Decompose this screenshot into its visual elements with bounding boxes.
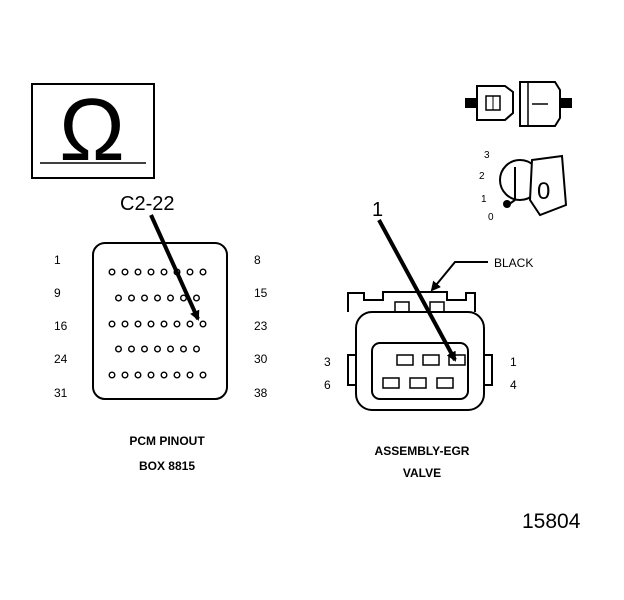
pcm-pin-grid bbox=[108, 268, 207, 379]
pcm-pin-33 bbox=[134, 371, 142, 379]
pcm-connector bbox=[92, 242, 228, 400]
egr-terminal-4 bbox=[436, 377, 454, 389]
ignition-position-3: 3 bbox=[484, 150, 490, 161]
ohmmeter-symbol: Ω bbox=[31, 80, 155, 179]
ignition-position-2: 2 bbox=[479, 171, 485, 182]
egr-terminal-5 bbox=[409, 377, 427, 389]
pcm-pin-22 bbox=[186, 320, 194, 328]
pcm-pin-29 bbox=[179, 345, 187, 353]
ignition-key-glyph: 0 bbox=[537, 178, 550, 205]
pcm-label-24: 24 bbox=[54, 352, 68, 366]
pcm-pin-34 bbox=[147, 371, 155, 379]
pcm-pin-26 bbox=[140, 345, 148, 353]
ohm-icon: Ω bbox=[59, 80, 125, 179]
egr-pin-label-4: 4 bbox=[510, 378, 517, 392]
pcm-pin-28 bbox=[166, 345, 174, 353]
pcm-pin-25 bbox=[127, 345, 135, 353]
pcm-pin-7 bbox=[186, 268, 194, 276]
pcm-pin-15 bbox=[192, 294, 200, 302]
egr-terminal-3 bbox=[396, 354, 414, 366]
pcm-pin-17 bbox=[121, 320, 129, 328]
egr-connector bbox=[347, 291, 493, 411]
ignition-switch-icon: 0 3 2 1 0 bbox=[479, 150, 568, 223]
pcm-label-23: 23 bbox=[254, 319, 268, 333]
pcm-label-31: 31 bbox=[54, 386, 68, 400]
pcm-pin-37 bbox=[186, 371, 194, 379]
pcm-pin-10 bbox=[127, 294, 135, 302]
pcm-pin-36 bbox=[173, 371, 181, 379]
pcm-pin-38 bbox=[199, 371, 207, 379]
pcm-label-15: 15 bbox=[254, 286, 268, 300]
pcm-pin-30 bbox=[192, 345, 200, 353]
pcm-pin-16 bbox=[108, 320, 116, 328]
pcm-pin-32 bbox=[121, 371, 129, 379]
pcm-pin-9 bbox=[114, 294, 122, 302]
pcm-label-16: 16 bbox=[54, 319, 68, 333]
pcm-label-38: 38 bbox=[254, 386, 268, 400]
egr-pin-label-6: 6 bbox=[324, 378, 331, 392]
pcm-callout-arrow bbox=[149, 214, 200, 321]
pcm-row-labels-left: 1 9 16 24 31 bbox=[54, 253, 68, 400]
pcm-label-1: 1 bbox=[54, 253, 61, 267]
pcm-pin-11 bbox=[140, 294, 148, 302]
figure-number: 15804 bbox=[522, 510, 581, 533]
egr-color-leader-arrow bbox=[430, 261, 488, 292]
pcm-label-9: 9 bbox=[54, 286, 61, 300]
egr-terminal-6 bbox=[382, 377, 400, 389]
pcm-pin-2 bbox=[121, 268, 129, 276]
pcm-pin-12 bbox=[153, 294, 161, 302]
egr-pin-label-3: 3 bbox=[324, 355, 331, 369]
pcm-row-labels-right: 8 15 23 30 38 bbox=[254, 253, 268, 400]
pcm-pin-27 bbox=[153, 345, 161, 353]
connector-disconnect-icon bbox=[465, 81, 572, 127]
ignition-position-0: 0 bbox=[488, 212, 494, 223]
egr-caption-title: ASSEMBLY-EGR bbox=[375, 444, 470, 458]
pcm-pin-14 bbox=[179, 294, 187, 302]
pcm-pin-18 bbox=[134, 320, 142, 328]
egr-terminal-2 bbox=[422, 354, 440, 366]
pcm-pin-3 bbox=[134, 268, 142, 276]
pcm-pin-35 bbox=[160, 371, 168, 379]
pcm-pin-13 bbox=[166, 294, 174, 302]
egr-callout-label: 1 bbox=[372, 199, 383, 221]
egr-callout-arrow bbox=[377, 219, 457, 362]
pcm-pin-24 bbox=[114, 345, 122, 353]
pcm-pin-23 bbox=[199, 320, 207, 328]
pcm-pin-21 bbox=[173, 320, 181, 328]
pcm-pin-19 bbox=[147, 320, 155, 328]
pcm-label-30: 30 bbox=[254, 352, 268, 366]
pcm-pin-31 bbox=[108, 371, 116, 379]
egr-connector-cavity bbox=[371, 342, 469, 400]
pcm-connector-body bbox=[92, 242, 228, 400]
egr-pin-label-1: 1 bbox=[510, 355, 517, 369]
egr-color-label: BLACK bbox=[494, 256, 533, 270]
pcm-caption-subtitle: BOX 8815 bbox=[139, 459, 195, 473]
egr-connector-latch bbox=[347, 291, 476, 312]
egr-caption-subtitle: VALVE bbox=[403, 466, 441, 480]
pcm-label-8: 8 bbox=[254, 253, 261, 267]
pcm-callout-label: C2-22 bbox=[120, 193, 174, 215]
pcm-pin-5 bbox=[160, 268, 168, 276]
ignition-position-1: 1 bbox=[481, 194, 487, 205]
pcm-pin-4 bbox=[147, 268, 155, 276]
pcm-pin-1 bbox=[108, 268, 116, 276]
pcm-pin-8 bbox=[199, 268, 207, 276]
pcm-pin-20 bbox=[160, 320, 168, 328]
pcm-caption-title: PCM PINOUT bbox=[129, 434, 205, 448]
